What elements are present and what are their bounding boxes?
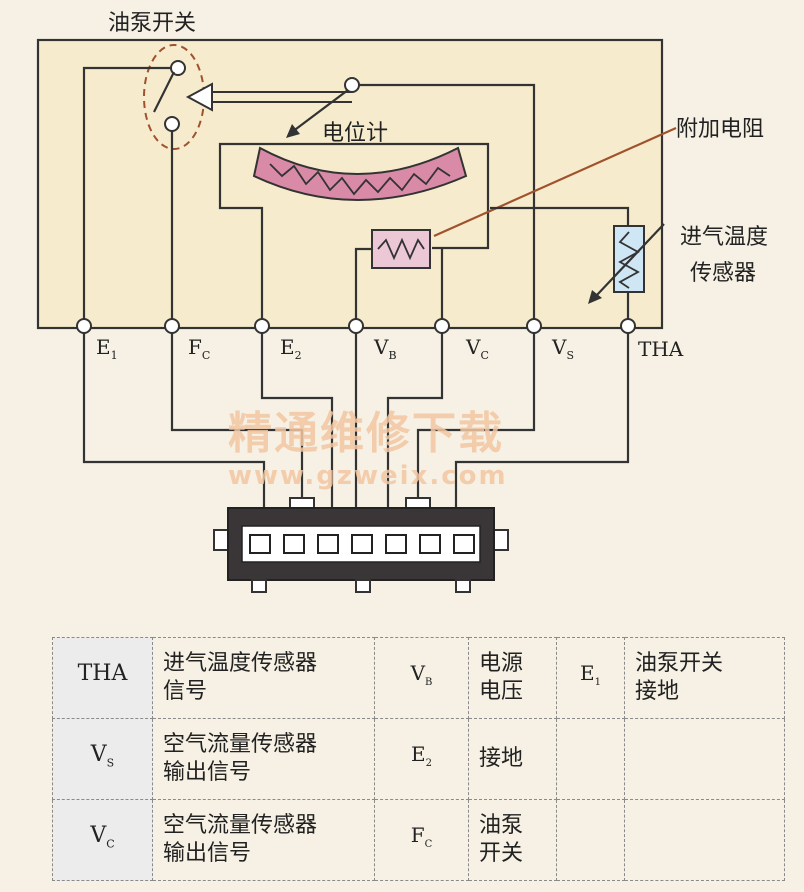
wire-vb-internal [354,247,372,328]
legend-empty-cell [624,718,785,800]
legend-symbol: VC [52,799,153,881]
watermark-url: www.gzweix.com [228,461,508,491]
legend-description: 进气温度传感器信号 [152,637,375,719]
thermistor-arrow [595,223,665,297]
connector-pins [249,534,475,554]
wire-e2-vc-frame [218,142,490,328]
ext-wire-fc [170,332,304,502]
legend-symbol: FC [374,799,469,881]
switch-bottom-contact [164,116,180,132]
ext-wire-vs [416,332,536,502]
terminal-fc [164,318,180,334]
legend-symbol: E2 [374,718,469,800]
potentiometer-resistor-arc [252,146,468,201]
terminal-label-fc: FC [188,335,210,362]
legend-empty-cell [556,799,625,881]
wire-e1-internal [82,66,178,328]
legend-empty-cell [556,718,625,800]
terminal-e2 [254,318,270,334]
legend-description: 空气流量传感器输出信号 [152,799,375,881]
intake-temp-label-2: 传感器 [690,261,756,286]
added-resistor [371,229,431,269]
ext-wire-e1 [82,332,266,508]
switch-blade [153,71,175,113]
terminal-legend-table: THA 进气温度传感器信号 VB 电源电压 E1 油泵开关接地 VS 空气流量传… [52,637,785,881]
terminal-label-e2: E2 [280,335,302,362]
fuel-pump-switch-label: 油泵开关 [108,11,196,36]
potentiometer-zigzag [269,163,451,196]
legend-description: 空气流量传感器输出信号 [152,718,375,800]
thermistor-arrowhead [588,290,602,304]
legend-symbol: VS [52,718,153,800]
intake-temp-zigzag [618,231,640,289]
connector-foot-right [455,579,471,593]
terminal-vb [348,318,364,334]
terminal-vs [526,318,542,334]
connector-foot-mid [355,579,371,593]
potentiometer-wiper [291,89,349,133]
legend-description: 电源电压 [468,637,557,719]
legend-symbol: THA [52,637,153,719]
legend-symbol: E1 [556,637,625,719]
legend-symbol: VB [374,637,469,719]
legend-description: 油泵开关 [468,799,557,881]
terminal-label-vc: VC [465,335,489,362]
terminal-vc [434,318,450,334]
added-resistor-label: 附加电阻 [676,117,764,142]
legend-description: 接地 [468,718,557,800]
watermark-title: 精通维修下载 [228,408,504,459]
added-resistor-zigzag [377,237,425,261]
ext-wire-e2 [260,332,334,508]
legend-empty-cell [624,799,785,881]
terminal-label-vb: VB [373,335,397,362]
added-resistor-pointer [433,126,677,238]
ext-wire-vc [386,332,444,508]
switch-actuator-arrow [185,82,213,112]
table-row: VS 空气流量传感器输出信号 E2 接地 [52,718,785,800]
wire-tha-top [490,206,630,226]
terminal-label-tha: THA [638,337,684,361]
table-row: THA 进气温度传感器信号 VB 电源电压 E1 油泵开关接地 [52,637,785,719]
terminal-label-vs: VS [551,335,574,362]
wire-vs-internal [352,83,536,328]
wiper-pivot [344,77,360,93]
terminal-e1 [76,318,92,334]
connector-foot-left [251,579,267,593]
table-row: VC 空气流量传感器输出信号 FC 油泵开关 [52,799,785,881]
potentiometer-label: 电位计 [322,121,388,146]
intake-temp-sensor [613,225,645,293]
ext-wire-tha [454,332,630,508]
terminal-tha [620,318,636,334]
intake-temp-label-1: 进气温度 [680,225,768,250]
switch-top-contact [170,60,186,76]
legend-description: 油泵开关接地 [624,637,785,719]
wiper-arrowhead [286,124,300,138]
circuit-diagram: 油泵开关 电位计 附加电阻 进气温度 传感器 [36,11,768,593]
terminal-label-e1: E1 [96,335,118,362]
